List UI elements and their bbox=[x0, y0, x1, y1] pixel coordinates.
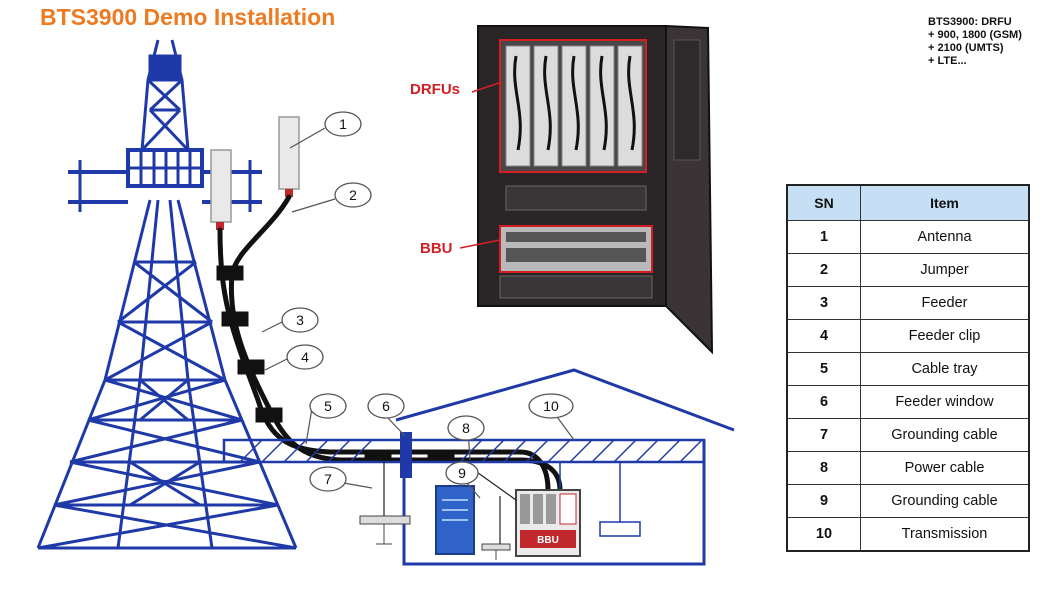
note-line: + LTE... bbox=[928, 55, 967, 67]
lattice-tower bbox=[36, 39, 298, 550]
row-sn: 6 bbox=[786, 385, 861, 419]
bts-cabinet-illustration bbox=[477, 24, 714, 355]
row-sn: 7 bbox=[786, 418, 861, 452]
row-item: Antenna bbox=[860, 220, 1030, 254]
equipment-building bbox=[222, 368, 735, 566]
feeder-window-icon bbox=[400, 432, 412, 478]
row-item: Feeder window bbox=[860, 385, 1030, 419]
callout-number: 9 bbox=[458, 465, 466, 481]
callout-number: 10 bbox=[543, 398, 559, 414]
callout-number: 6 bbox=[382, 398, 390, 414]
row-item: Feeder clip bbox=[860, 319, 1030, 353]
callout-number: 8 bbox=[462, 420, 470, 436]
model-notes: BTS3900: DRFU + 900, 1800 (GSM) + 2100 (… bbox=[928, 16, 1022, 68]
row-item: Power cable bbox=[860, 451, 1030, 485]
row-item: Grounding cable bbox=[860, 418, 1030, 452]
row-sn: 8 bbox=[786, 451, 861, 485]
row-item: Cable tray bbox=[860, 352, 1030, 386]
callout-number: 5 bbox=[324, 398, 332, 414]
row-sn: 1 bbox=[786, 220, 861, 254]
callout-bubble bbox=[334, 182, 372, 208]
column-header-sn: SN bbox=[786, 184, 861, 221]
callout-bubble bbox=[281, 307, 319, 333]
callout-bubble bbox=[447, 415, 485, 441]
callout-number: 7 bbox=[324, 471, 332, 487]
grounding-bar-icon bbox=[359, 515, 511, 560]
row-sn: 5 bbox=[786, 352, 861, 386]
callout-bubble bbox=[309, 393, 347, 419]
callout-bubble bbox=[309, 466, 347, 492]
callout-bubble bbox=[528, 393, 574, 419]
table-header-row: SN Item bbox=[786, 184, 1030, 221]
callout-bubble bbox=[367, 393, 405, 419]
drfu-label: DRFUs bbox=[410, 81, 461, 98]
feeder-cable bbox=[216, 194, 563, 493]
row-sn: 4 bbox=[786, 319, 861, 353]
callout-number: 2 bbox=[349, 187, 357, 203]
bbu-rack-icon: BBU bbox=[515, 489, 581, 557]
row-item: Grounding cable bbox=[860, 484, 1030, 518]
note-line: + 2100 (UMTS) bbox=[928, 42, 1004, 54]
callout-bubble bbox=[445, 461, 479, 485]
callout-bubble bbox=[324, 111, 362, 137]
row-sn: 2 bbox=[786, 253, 861, 287]
note-line: + 900, 1800 (GSM) bbox=[928, 29, 1022, 41]
power-cabinet-icon bbox=[435, 485, 475, 555]
row-item: Transmission bbox=[860, 517, 1030, 552]
bbu-label: BBU bbox=[420, 240, 453, 257]
callout-number: 1 bbox=[339, 116, 347, 132]
row-item: Jumper bbox=[860, 253, 1030, 287]
row-sn: 10 bbox=[786, 517, 861, 552]
page-title: BTS3900 Demo Installation bbox=[40, 4, 336, 30]
antenna-icon bbox=[210, 116, 300, 230]
row-sn: 3 bbox=[786, 286, 861, 320]
callout-number: 4 bbox=[301, 349, 309, 365]
column-header-item: Item bbox=[860, 184, 1030, 221]
row-sn: 9 bbox=[786, 484, 861, 518]
callout-number: 3 bbox=[296, 312, 304, 328]
note-line: BTS3900: DRFU bbox=[928, 16, 1012, 28]
callout-bubble bbox=[286, 344, 324, 370]
bbu-box-label: BBU bbox=[537, 535, 559, 546]
row-item: Feeder bbox=[860, 286, 1030, 320]
